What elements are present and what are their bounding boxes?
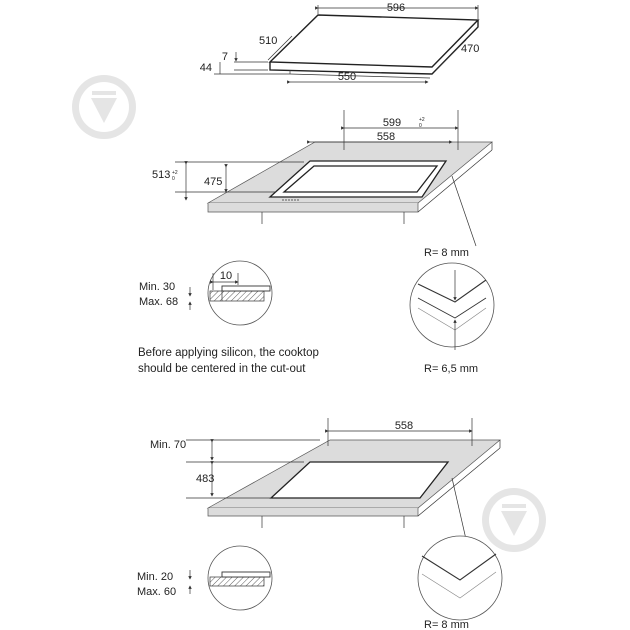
worktop-detail-standard: Min. 20 Max. 60	[137, 545, 273, 611]
cutout-inner	[282, 165, 439, 193]
centering-note-line1: Before applying silicon, the cooktop	[138, 347, 319, 359]
cooktop-base-width-label: 550	[338, 71, 356, 83]
svg-text:0: 0	[419, 123, 422, 129]
cooktop-depth-label: 510	[259, 35, 277, 47]
cooktop-glass-thickness-label: 7	[222, 51, 228, 63]
cooktop-glass-edge	[269, 20, 479, 75]
cutout-standard-width-label: 558	[395, 420, 413, 432]
cutout-silicone-view: 599 +2 0 558 513 +2 0 475	[152, 110, 493, 247]
cutout-inner-depth-label: 475	[204, 176, 222, 188]
cutout-standard-view: 558 Min. 70 483	[150, 418, 501, 549]
cutout-standard	[269, 461, 450, 499]
worktop-max-label-standard: Max. 60	[137, 586, 176, 598]
watermark-left	[72, 75, 136, 139]
corner-radius-outer-label: R= 8 mm	[424, 247, 469, 259]
worktop-front-edge	[207, 203, 419, 213]
corner-radius-standard-label: R= 8 mm	[424, 619, 469, 630]
worktop-detail-silicone: 10 Min. 30 Max. 68	[139, 260, 273, 326]
corner-radius-inner-label: R= 6,5 mm	[424, 363, 478, 375]
cutout-standard-depth-label: 483	[196, 473, 214, 485]
worktop-max-label: Max. 68	[139, 296, 178, 308]
svg-text:0: 0	[172, 176, 175, 182]
worktop-front-edge-standard	[207, 508, 419, 517]
cutout-outer-depth-label: 513	[152, 169, 170, 181]
front-min-label: Min. 70	[150, 439, 186, 451]
corner-detail-silicone: R= 8 mm R= 6,5 mm	[409, 247, 495, 375]
worktop-min-label: Min. 30	[139, 281, 175, 293]
worktop-min-label-standard: Min. 20	[137, 571, 173, 583]
cooktop-width-label: 596	[387, 2, 405, 14]
watermark-right	[482, 488, 546, 552]
cooktop-depth-right-label: 470	[461, 43, 479, 55]
svg-text:+2: +2	[172, 170, 178, 176]
corner-detail-standard: R= 8 mm	[417, 535, 503, 630]
svg-text:+2: +2	[419, 117, 425, 123]
cutout-outer-width-label: 599	[383, 117, 401, 129]
cutout-inner-width-label: 558	[377, 131, 395, 143]
centering-note-line2: should be centered in the cut-out	[138, 363, 306, 375]
cooktop-view: 596 510 470 7 44 550	[200, 2, 480, 84]
detail-step-label: 10	[220, 270, 232, 282]
cooktop-height-label: 44	[200, 62, 212, 74]
